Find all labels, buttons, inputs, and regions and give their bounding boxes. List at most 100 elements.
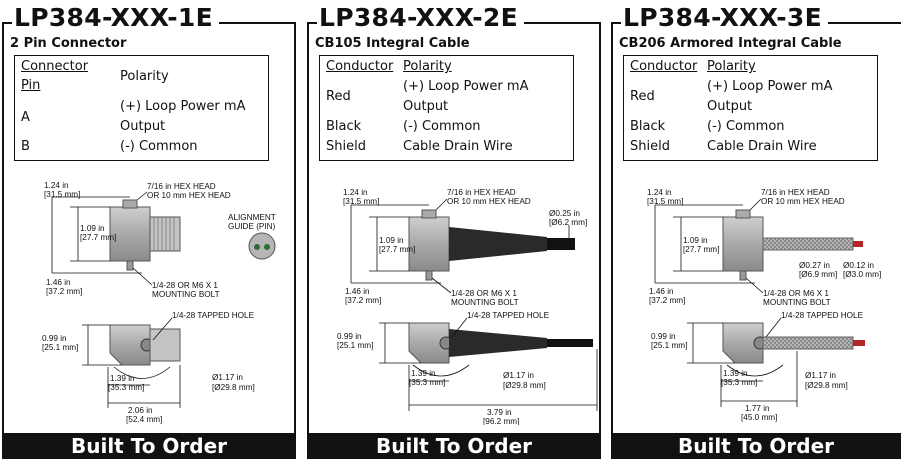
dimension-drawing: 1.24 in [31.5 mm] 7/16 in HEX HEAD OR 10…	[42, 181, 276, 424]
dim-base-mm: [25.1 mm]	[651, 341, 687, 350]
cable-subtitle: CB206 Armored Integral Cable	[619, 36, 842, 51]
dim-base-mm: [25.1 mm]	[42, 343, 78, 352]
dim-total: 1.46 in	[345, 287, 370, 296]
dim-height-top: 1.24 in	[343, 188, 368, 197]
dim-length: 2.06 in	[128, 406, 153, 415]
model-title: LP384-XXX-2E	[317, 4, 525, 32]
row-black-polarity: (-) Common	[403, 119, 481, 134]
dim-length: 1.77 in	[745, 404, 770, 413]
connector-threads-top	[149, 328, 181, 362]
col-header-connector: Connector	[21, 59, 89, 74]
dim-bolt: 1/4-28 OR M6 X 1	[763, 289, 829, 298]
hex-head	[735, 209, 751, 219]
dim-diameter: Ø1.17 in	[212, 373, 243, 382]
row-shield-conductor: Shield	[630, 139, 670, 154]
hex-head	[122, 199, 138, 209]
mounting-bolt	[126, 260, 134, 271]
dim-hex: 7/16 in HEX HEAD	[761, 188, 830, 197]
col-header-polarity: Polarity	[120, 69, 169, 84]
built-to-order-banner: Built To Order	[611, 433, 901, 459]
dim-height-top-mm: [31.5 mm]	[343, 197, 379, 206]
dim-diameter: Ø1.17 in	[805, 371, 836, 380]
dim-body: 1.09 in	[683, 236, 708, 245]
dim-length-mm: [96.2 mm]	[483, 417, 519, 425]
row-a-polarity: (+) Loop Power mA	[120, 99, 246, 114]
dim-height-top-mm: [31.5 mm]	[647, 197, 683, 206]
armored-cable-top	[762, 336, 854, 350]
dim-diameter-mm: [Ø29.8 mm]	[503, 381, 546, 390]
pin-b	[264, 244, 270, 250]
sensor-body-top	[109, 324, 151, 366]
cable-strain-relief	[449, 227, 547, 261]
dim-base: 0.99 in	[651, 332, 676, 341]
dim-length-mm: [45.0 mm]	[741, 413, 777, 422]
sensor-body-top	[408, 322, 450, 364]
dim-length: 3.79 in	[487, 408, 512, 417]
dim-bolt-2: MOUNTING BOLT	[451, 298, 519, 307]
row-shield-conductor: Shield	[326, 139, 366, 154]
dim-body: 1.09 in	[379, 236, 404, 245]
row-red-conductor: Red	[326, 89, 351, 104]
row-black-conductor: Black	[630, 119, 666, 134]
dim-hex: 7/16 in HEX HEAD	[147, 182, 216, 191]
dim-height-top: 1.24 in	[647, 188, 672, 197]
dim-armor-diameter: Ø0.27 in	[799, 261, 830, 270]
row-red-polarity: (+) Loop Power mA	[403, 79, 529, 94]
dim-hex-2: OR 10 mm HEX HEAD	[447, 197, 531, 206]
dim-tapped: 1/4-28 TAPPED HOLE	[781, 311, 864, 320]
dimension-drawing: 1.24 in [31.5 mm] 7/16 in HEX HEAD OR 10…	[337, 188, 598, 425]
dim-flat-mm: [35.3 mm]	[721, 378, 757, 387]
cable-strain-relief-top	[449, 329, 547, 357]
dim-flat: 1.39 in	[110, 374, 135, 383]
dim-flat: 1.39 in	[723, 369, 748, 378]
pin-a	[254, 244, 260, 250]
alignment-label: ALIGNMENT	[228, 213, 276, 222]
armored-cable	[762, 237, 854, 251]
dim-lead-diameter: Ø0.12 in	[843, 261, 874, 270]
dim-total-mm: [37.2 mm]	[649, 296, 685, 305]
row-red-polarity-cont: Output	[403, 99, 449, 114]
dim-flat-mm: [35.3 mm]	[409, 378, 445, 387]
dim-bolt: 1/4-28 OR M6 X 1	[152, 281, 218, 290]
model-title: LP384-XXX-1E	[12, 4, 220, 32]
wiring-table: Conductor Polarity Red (+) Loop Power mA…	[623, 55, 878, 161]
dim-height-top-mm: [31.5 mm]	[44, 190, 80, 199]
row-black-conductor: Black	[326, 119, 362, 134]
row-a-polarity-cont: Output	[120, 119, 166, 134]
dim-bolt-2: MOUNTING BOLT	[152, 290, 220, 299]
mounting-bolt	[739, 270, 747, 281]
dim-tapped: 1/4-28 TAPPED HOLE	[172, 311, 255, 320]
dimension-drawing: 1.24 in [31.5 mm] 7/16 in HEX HEAD OR 10…	[647, 188, 881, 422]
panel-3e: LP384-XXX-3E CB206 Armored Integral Cabl…	[611, 0, 901, 459]
dim-hex: 7/16 in HEX HEAD	[447, 188, 516, 197]
row-b-pin: B	[21, 139, 30, 154]
wiring-table: Conductor Polarity Red (+) Loop Power mA…	[319, 55, 574, 161]
dim-body-mm: [27.7 mm]	[683, 245, 719, 254]
dim-diameter-mm: [Ø29.8 mm]	[212, 383, 255, 392]
hex-head	[421, 209, 437, 219]
dim-tapped: 1/4-28 TAPPED HOLE	[467, 311, 550, 320]
connector-subtitle: 2 Pin Connector	[10, 36, 127, 51]
row-red-conductor: Red	[630, 89, 655, 104]
panel-2e: LP384-XXX-2E CB105 Integral Cable Conduc…	[307, 0, 601, 459]
sensor-body-side	[408, 216, 450, 272]
col-header-pin: Pin	[21, 78, 41, 93]
row-shield-polarity: Cable Drain Wire	[707, 139, 817, 154]
dim-flat: 1.39 in	[411, 369, 436, 378]
cable-subtitle: CB105 Integral Cable	[315, 36, 470, 51]
cable-top	[547, 339, 593, 347]
dim-base: 0.99 in	[42, 334, 67, 343]
dim-flat-mm: [35.3 mm]	[108, 383, 144, 392]
built-to-order-banner: Built To Order	[2, 433, 296, 459]
row-b-polarity: (-) Common	[120, 139, 198, 154]
row-black-polarity: (-) Common	[707, 119, 785, 134]
dim-diameter-mm: [Ø29.8 mm]	[805, 381, 848, 390]
red-lead-top	[853, 340, 865, 346]
row-red-polarity: (+) Loop Power mA	[707, 79, 833, 94]
dim-armor-diameter-mm: [Ø6.9 mm]	[799, 270, 837, 279]
dim-total: 1.46 in	[649, 287, 674, 296]
row-shield-polarity: Cable Drain Wire	[403, 139, 513, 154]
built-to-order-banner: Built To Order	[307, 433, 601, 459]
dim-cable-diameter: Ø0.25 in	[549, 209, 580, 218]
sensor-body-top	[722, 322, 764, 364]
